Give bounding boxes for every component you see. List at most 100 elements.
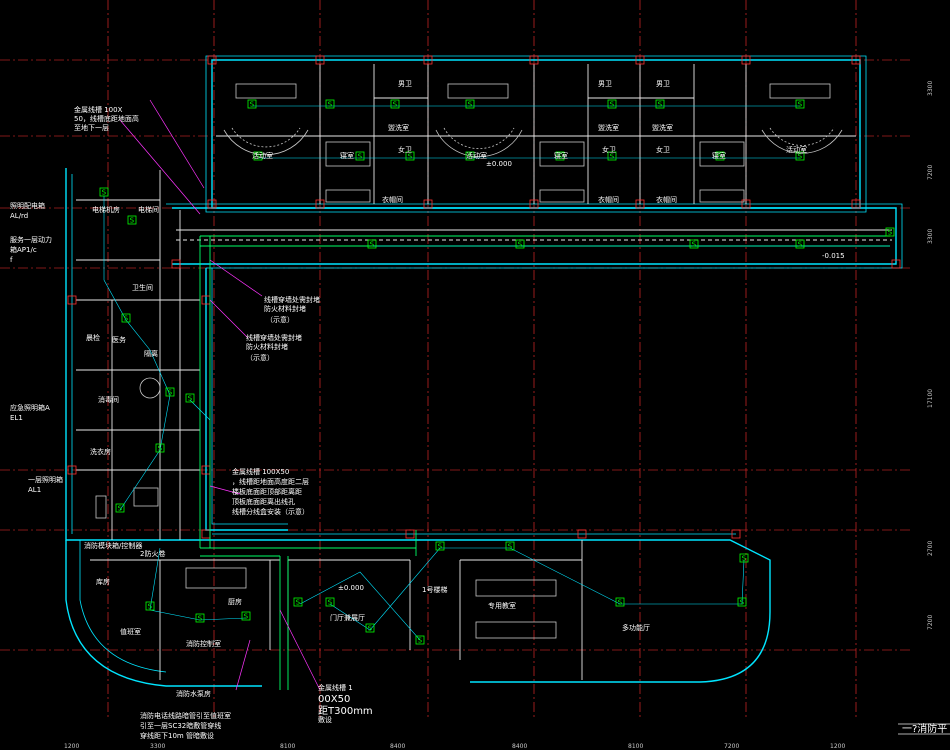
structure-columns bbox=[67, 55, 901, 539]
dim-bottom-a: 1200 bbox=[64, 743, 79, 750]
room-label-kitchen-store: 库房 bbox=[96, 577, 110, 586]
note-tray-mid-2: ，线槽距地面高度距二层 bbox=[232, 477, 309, 486]
note-mid1-1: 线槽穿墙处需封堵 bbox=[264, 295, 320, 304]
dim-right-1: 3300 bbox=[927, 81, 934, 96]
room-label-fan-room: 消防水泵房 bbox=[176, 689, 211, 698]
room-label-dorm-3: 寝室 bbox=[712, 151, 726, 160]
dim-bottom-f: 8100 bbox=[628, 743, 643, 750]
fire-device-symbol: S bbox=[253, 151, 263, 161]
svg-text:S: S bbox=[658, 101, 663, 109]
room-label-control-room: 消防控制室 bbox=[186, 639, 221, 648]
title-block: 一?消防平 bbox=[898, 722, 950, 735]
svg-text:S: S bbox=[508, 543, 513, 551]
svg-text:S: S bbox=[438, 543, 443, 551]
fire-device-symbol: S bbox=[885, 227, 895, 237]
svg-text:S: S bbox=[740, 599, 745, 607]
svg-text:S: S bbox=[692, 241, 697, 249]
structure-column bbox=[851, 55, 861, 65]
room-label-female-wc-1: 女卫 bbox=[398, 145, 412, 154]
structure-column bbox=[635, 55, 645, 65]
svg-text:S: S bbox=[130, 217, 135, 225]
svg-text:S: S bbox=[328, 101, 333, 109]
note-tray-bot-3: 距T300mm bbox=[318, 705, 373, 717]
fire-device-symbol: S bbox=[465, 151, 475, 161]
svg-text:S: S bbox=[798, 153, 803, 161]
fire-device-symbol: S bbox=[795, 151, 805, 161]
note-panel-al-id: AL/rd bbox=[10, 212, 28, 220]
note-stair: 1号楼梯 bbox=[422, 585, 447, 594]
dim-bottom-d: 8400 bbox=[390, 743, 405, 750]
structure-column bbox=[315, 55, 325, 65]
note-panel-al: 照明配电箱 bbox=[10, 201, 45, 210]
room-label-male-wc-3: 男卫 bbox=[656, 80, 670, 88]
annotation-leaders bbox=[119, 99, 321, 691]
structure-column bbox=[315, 199, 325, 209]
structure-column bbox=[741, 55, 751, 65]
svg-text:S: S bbox=[296, 599, 301, 607]
svg-text:S: S bbox=[888, 229, 893, 237]
fire-device-symbol: S bbox=[515, 239, 525, 249]
note-tray-mid-3: 楼板底面距顶部距离距 bbox=[232, 487, 302, 496]
svg-text:S: S bbox=[250, 101, 255, 109]
svg-text:S: S bbox=[256, 153, 261, 161]
structure-column bbox=[207, 55, 217, 65]
svg-text:S: S bbox=[798, 241, 803, 249]
fire-device-symbol: S bbox=[655, 99, 665, 109]
fire-device-symbol: S bbox=[505, 541, 515, 551]
dim-right-6: 7200 bbox=[927, 615, 934, 630]
structure-column bbox=[201, 529, 211, 539]
fire-device-symbol: S bbox=[435, 541, 445, 551]
room-label-female-wc-2: 女卫 bbox=[602, 145, 616, 154]
svg-text:S: S bbox=[742, 555, 747, 563]
axis-grid bbox=[0, 0, 910, 720]
fire-device-symbol: S bbox=[615, 597, 625, 607]
fire-device-symbol: S bbox=[241, 611, 251, 621]
note-panel-el-id: EL1 bbox=[10, 414, 23, 422]
room-label-stair-room: 卫生间 bbox=[132, 283, 153, 292]
structure-column bbox=[171, 259, 181, 269]
fire-device-symbol: S bbox=[247, 99, 257, 109]
dim-bottom-h: 1200 bbox=[830, 743, 845, 750]
note-bottom-3: 穿线距下10m 管暗敷设 bbox=[140, 731, 214, 740]
note-bottom-2: 引至一层SC32暗敷管穿线 bbox=[140, 721, 221, 730]
fire-device-symbol: S bbox=[293, 597, 303, 607]
room-label-kitchen: 厨房 bbox=[228, 597, 242, 606]
svg-text:S: S bbox=[798, 101, 803, 109]
svg-text:S: S bbox=[618, 599, 623, 607]
fire-device-symbol: S bbox=[121, 313, 131, 323]
level-marks: ±0.000 -0.015 ±0.000 bbox=[338, 160, 845, 592]
structure-column bbox=[529, 199, 539, 209]
structure-column bbox=[529, 55, 539, 65]
room-label-dorm-2: 寝室 bbox=[554, 151, 568, 160]
dim-right-2: 7200 bbox=[927, 165, 934, 180]
structure-column bbox=[635, 199, 645, 209]
structure-column bbox=[891, 259, 901, 269]
svg-text:S: S bbox=[393, 101, 398, 109]
drawing-title: 一?消防平 bbox=[902, 722, 947, 735]
svg-text:S: S bbox=[102, 189, 107, 197]
fire-device-symbol: S bbox=[607, 99, 617, 109]
room-label-multi-hall: 多功能厅 bbox=[622, 623, 650, 632]
svg-text:S: S bbox=[168, 389, 173, 397]
structure-column bbox=[731, 529, 741, 539]
room-label-elevator-machine: 电梯机房 bbox=[92, 205, 120, 214]
dimension-labels: 3300 7200 3300 17100 2700 7200 1200 3300… bbox=[64, 81, 934, 750]
room-label-wash-3: 盥洗室 bbox=[652, 123, 673, 132]
structure-column bbox=[577, 529, 587, 539]
svg-text:S: S bbox=[148, 603, 153, 611]
svg-text:S: S bbox=[418, 637, 423, 645]
fire-device-symbol: S bbox=[365, 623, 375, 633]
svg-text:S: S bbox=[408, 153, 413, 161]
room-label-dining: 专用教室 bbox=[488, 601, 516, 610]
note-tray-top-3: 至地下一层 bbox=[74, 123, 109, 132]
note-tray-top-1: 金属线槽 100X bbox=[74, 105, 123, 114]
dim-bottom-b: 3300 bbox=[150, 743, 165, 750]
note-mid2-3: （示意） bbox=[246, 353, 274, 362]
outer-walls bbox=[65, 55, 903, 687]
level-corridor: -0.015 bbox=[822, 252, 845, 260]
room-label-store-1: 衣帽间 bbox=[382, 195, 403, 204]
fire-device-symbol: S bbox=[367, 239, 377, 249]
dim-right-5: 2700 bbox=[927, 541, 934, 556]
